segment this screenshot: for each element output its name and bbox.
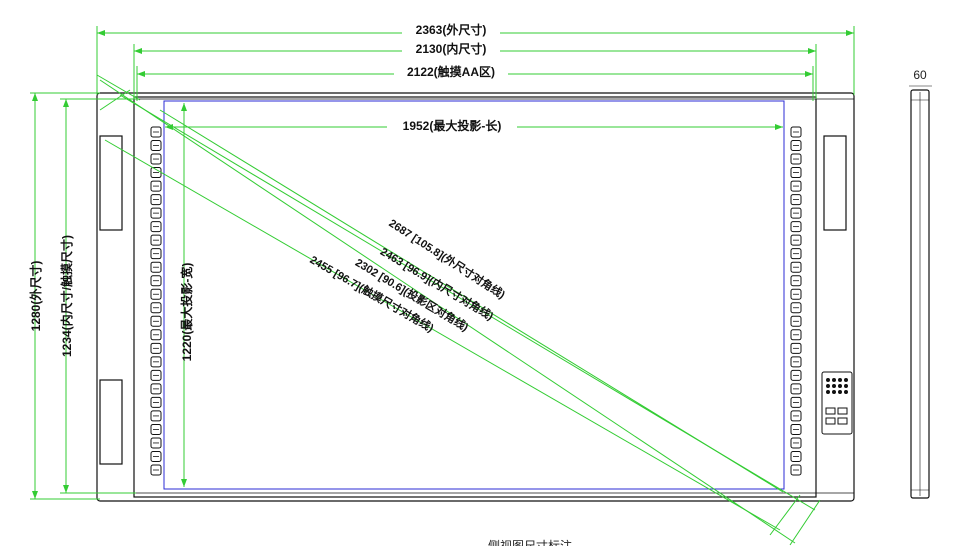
panel-dot bbox=[844, 378, 848, 382]
inner-width-label: 2130(内尺寸) bbox=[416, 41, 487, 56]
shortcut-key-icon bbox=[150, 342, 162, 354]
projection-area bbox=[163, 100, 785, 490]
shortcut-key-icon bbox=[790, 410, 802, 422]
shortcut-key-icon bbox=[790, 302, 802, 314]
shortcut-key-icon bbox=[790, 464, 802, 476]
shortcut-key-icon bbox=[150, 302, 162, 314]
shortcut-key-icon bbox=[150, 369, 162, 381]
control-panel-icon bbox=[821, 371, 853, 435]
shortcut-key-icon bbox=[150, 180, 162, 192]
shortcut-key-icon bbox=[790, 275, 802, 287]
shortcut-key-icon bbox=[790, 207, 802, 219]
shortcut-key-icon bbox=[790, 248, 802, 260]
shortcut-key-icon bbox=[790, 450, 802, 462]
shortcut-key-icon bbox=[150, 329, 162, 341]
shortcut-key-icon bbox=[790, 140, 802, 152]
shortcut-key-icon bbox=[790, 423, 802, 435]
side-thickness-label: 60 bbox=[913, 68, 927, 82]
shortcut-key-icon bbox=[790, 153, 802, 165]
shortcut-key-icon bbox=[790, 356, 802, 368]
shortcut-key-icon bbox=[790, 315, 802, 327]
shortcut-key-icon bbox=[790, 396, 802, 408]
shortcut-key-icon bbox=[790, 167, 802, 179]
shortcut-key-icon bbox=[150, 288, 162, 300]
panel-dot bbox=[838, 384, 842, 388]
shortcut-key-icon bbox=[150, 194, 162, 206]
shortcut-key-icon bbox=[150, 396, 162, 408]
shortcut-key-icon bbox=[790, 126, 802, 138]
panel-dot bbox=[838, 390, 842, 394]
panel-dot bbox=[826, 378, 830, 382]
shortcut-key-icon bbox=[150, 450, 162, 462]
shortcut-key-icon bbox=[790, 383, 802, 395]
shortcut-key-icon bbox=[790, 180, 802, 192]
projection-width-label: 1952(最大投影-长) bbox=[403, 118, 502, 133]
shortcut-key-icon bbox=[790, 221, 802, 233]
shortcut-key-icon bbox=[790, 288, 802, 300]
outer-width-label: 2363(外尺寸) bbox=[416, 22, 487, 37]
right-shortcut-buttons bbox=[790, 126, 802, 476]
panel-dot bbox=[844, 390, 848, 394]
panel-dot bbox=[838, 378, 842, 382]
shortcut-key-icon bbox=[150, 248, 162, 260]
shortcut-key-icon bbox=[150, 221, 162, 233]
shortcut-key-icon bbox=[790, 369, 802, 381]
shortcut-key-icon bbox=[150, 423, 162, 435]
panel-dot bbox=[832, 378, 836, 382]
panel-dot bbox=[844, 384, 848, 388]
outer-frame bbox=[96, 92, 855, 502]
shortcut-key-icon bbox=[790, 194, 802, 206]
shortcut-key-icon bbox=[790, 261, 802, 273]
panel-dot bbox=[832, 390, 836, 394]
left-shortcut-buttons bbox=[150, 126, 162, 476]
shortcut-key-icon bbox=[790, 329, 802, 341]
shortcut-key-icon bbox=[150, 464, 162, 476]
left-speaker-top bbox=[99, 135, 123, 231]
shortcut-key-icon bbox=[150, 261, 162, 273]
panel-dot bbox=[832, 384, 836, 388]
shortcut-key-icon bbox=[150, 140, 162, 152]
side-view bbox=[909, 85, 932, 499]
panel-dot bbox=[826, 390, 830, 394]
board-frame bbox=[96, 92, 855, 502]
shortcut-key-icon bbox=[150, 234, 162, 246]
shortcut-key-icon bbox=[150, 356, 162, 368]
touch-width-label: 2122(触摸AA区) bbox=[407, 64, 495, 79]
shortcut-key-icon bbox=[150, 383, 162, 395]
inner-touch-height-label: 1234(内尺寸/触摸尺寸) bbox=[59, 235, 74, 357]
outer-height-label: 1280(外尺寸) bbox=[28, 261, 43, 332]
shortcut-key-icon bbox=[150, 153, 162, 165]
inner-frame bbox=[133, 96, 817, 498]
shortcut-key-icon bbox=[150, 437, 162, 449]
left-speaker-bottom bbox=[99, 379, 123, 465]
shortcut-key-icon bbox=[790, 342, 802, 354]
footer-label: 侧视图尺寸标注 bbox=[488, 538, 572, 546]
shortcut-key-icon bbox=[790, 234, 802, 246]
shortcut-key-icon bbox=[150, 207, 162, 219]
shortcut-key-icon bbox=[150, 315, 162, 327]
shortcut-key-icon bbox=[790, 437, 802, 449]
shortcut-key-icon bbox=[150, 126, 162, 138]
shortcut-key-icon bbox=[150, 275, 162, 287]
panel-dot bbox=[826, 384, 830, 388]
shortcut-key-icon bbox=[150, 410, 162, 422]
dimension-arrows bbox=[32, 30, 854, 499]
right-speaker-top bbox=[823, 135, 847, 231]
projection-height-label: 1220(最大投影-宽) bbox=[179, 263, 194, 362]
